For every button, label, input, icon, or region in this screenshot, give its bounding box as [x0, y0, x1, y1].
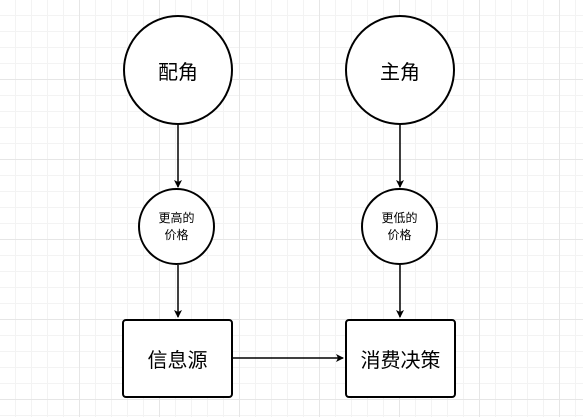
- node-higher-price[interactable]: 更高的 价格: [138, 188, 215, 265]
- node-zhujiao-label: 主角: [380, 59, 420, 84]
- node-decision-label: 消费决策: [360, 348, 441, 372]
- node-lower-price-line1: 更低的: [381, 210, 418, 225]
- node-info-source[interactable]: 信息源: [122, 319, 233, 398]
- node-info-source-label: 信息源: [147, 348, 208, 372]
- node-decision[interactable]: 消费决策: [345, 319, 456, 398]
- node-zhujiao[interactable]: 主角: [345, 15, 455, 125]
- node-lower-price[interactable]: 更低的 价格: [361, 188, 438, 265]
- node-peijiao-label: 配角: [158, 59, 198, 84]
- node-peijiao[interactable]: 配角: [123, 15, 233, 125]
- node-higher-price-line1: 更高的: [158, 210, 195, 225]
- node-lower-price-line2: 价格: [387, 227, 412, 242]
- node-higher-price-line2: 价格: [164, 227, 189, 242]
